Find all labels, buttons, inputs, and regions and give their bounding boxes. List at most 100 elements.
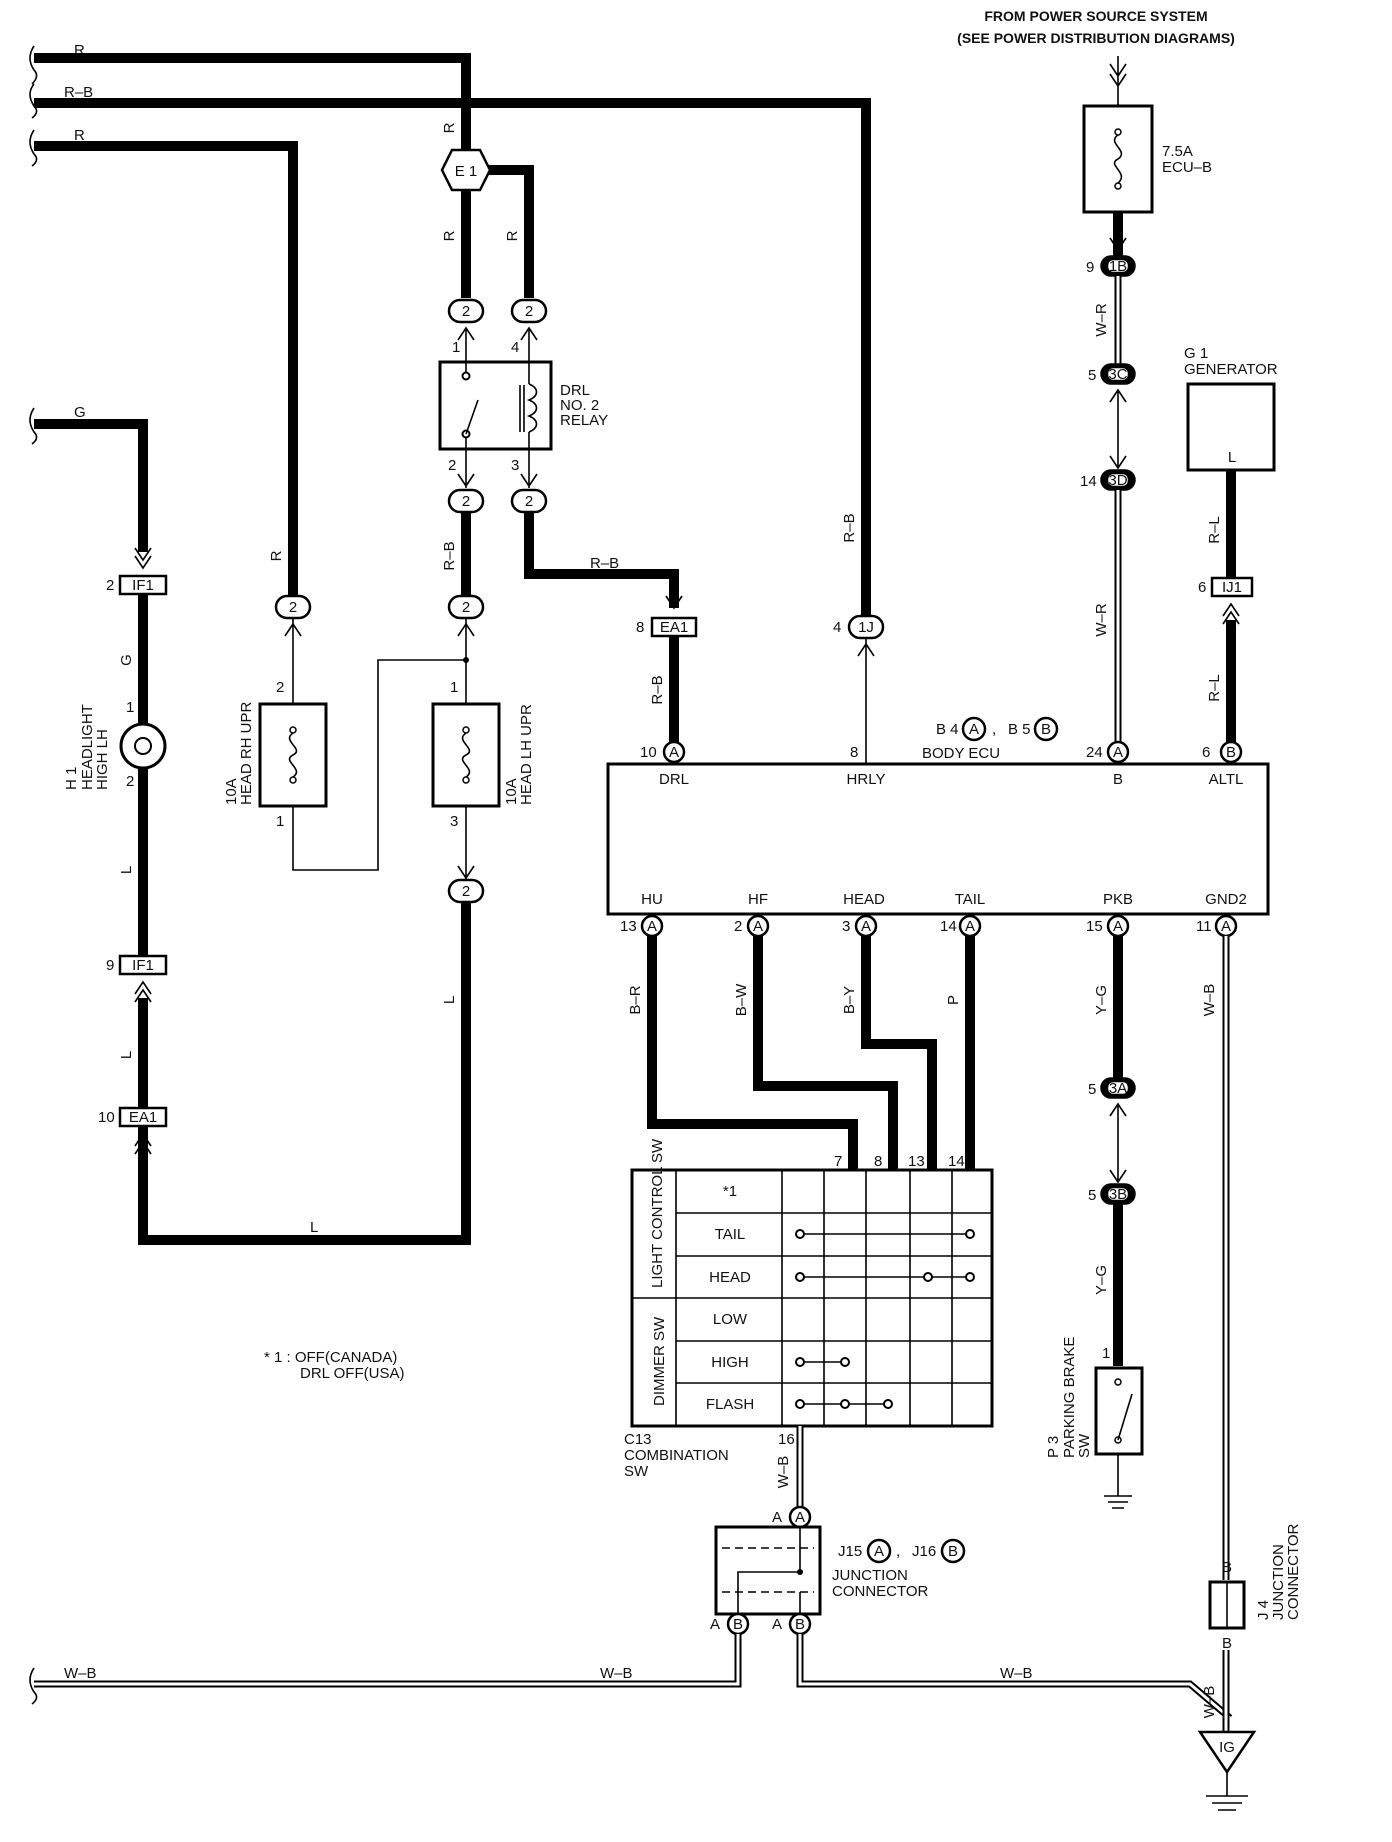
fuse-lh-amp: 10A (503, 778, 520, 805)
svg-text:A: A (861, 918, 871, 935)
j4-id: J 4 (1255, 1600, 1272, 1620)
wire-label-rb-1j: R–B (841, 513, 858, 542)
arrow-3a-3b (1109, 1102, 1127, 1184)
relay-pin-4: 4 (511, 339, 519, 356)
svg-text:A: A (795, 1509, 805, 1526)
wire-label-g-top: G (74, 404, 86, 421)
footnote-line2: DRL OFF(USA) (300, 1365, 404, 1382)
svg-text:3: 3 (842, 918, 850, 935)
arrow-if1-bottom (134, 980, 152, 1003)
parking-brake-name-l2: SW (1076, 1433, 1093, 1458)
header-line1: FROM POWER SOURCE SYSTEM (984, 8, 1207, 24)
combo-row-flash: FLASH (706, 1396, 754, 1413)
wire-label-rl-bottom: R–L (1206, 674, 1223, 702)
3c-pin: 5 (1088, 367, 1096, 384)
ecu-bottom-term-hf: HF A 2 (734, 891, 770, 938)
svg-text:A: A (753, 918, 763, 935)
relay-pin-2: 2 (448, 457, 456, 474)
arrow-relay-bottom-right (520, 449, 538, 488)
arrow-1b (1109, 237, 1127, 252)
wire-feed-r-second (29, 129, 298, 598)
ea1-ecu-pin: 8 (636, 619, 644, 636)
svg-text:8: 8 (850, 744, 858, 761)
combo-row-tail: TAIL (715, 1226, 746, 1243)
svg-text:HRLY: HRLY (847, 771, 886, 788)
wire-label-r-second: R (74, 127, 85, 144)
wire-label-r-e1-right: R (504, 230, 521, 241)
svg-text:3B: 3B (1109, 1186, 1127, 1203)
parking-brake-pin: 1 (1102, 1345, 1110, 1362)
combo-row-head: HEAD (709, 1269, 751, 1286)
wire-relay3-to-ea1 (524, 512, 679, 608)
wire-label-rl-top: R–L (1206, 516, 1223, 544)
generator-g1 (1186, 382, 1276, 472)
wire-label-br: B–R (627, 985, 644, 1014)
junction-pin-a-right: A (772, 1616, 782, 1633)
junction-conn-a: A (874, 1543, 884, 1560)
wire-label-r-e1-top: R (441, 122, 458, 133)
relay-pin-3: 3 (511, 457, 519, 474)
wire-label-rb-relay: R–B (590, 555, 619, 572)
arrow-ea1 (665, 595, 683, 610)
combo-row-high: HIGH (711, 1354, 749, 1371)
svg-text:1J: 1J (858, 619, 874, 636)
junction-name-l2: CONNECTOR (832, 1583, 929, 1600)
svg-text:DRL: DRL (659, 771, 689, 788)
svg-text:A: A (965, 918, 975, 935)
junction-name-l1: JUNCTION (832, 1567, 908, 1584)
headlight-id: H 1 (63, 767, 80, 790)
arrow-relay-top-left (457, 326, 475, 364)
wire-l-loop (138, 902, 471, 1245)
fuse-head-lh-upr (431, 702, 501, 808)
junction-conn-b-badge (940, 1538, 966, 1564)
connector-ea1-ecu: EA1 (650, 616, 698, 638)
arrow-ea1-low (134, 1132, 152, 1155)
svg-text:2: 2 (734, 918, 742, 935)
svg-text:PKB: PKB (1103, 891, 1133, 908)
fuse-rh-name: HEAD RH UPR (238, 701, 255, 805)
ground-parking-brake (1104, 1454, 1132, 1509)
parking-brake-id: P 3 (1045, 1436, 1062, 1458)
ecu-bottom-term-head: HEAD A 3 (842, 891, 885, 938)
svg-text:14: 14 (940, 918, 957, 935)
connector-2-fuse-rh: 2 (274, 594, 312, 620)
ground-ig (1197, 1730, 1257, 1811)
wire-label-yg-top: Y–G (1093, 985, 1110, 1015)
wire-label-wb-right: W–B (1000, 1665, 1033, 1682)
arrow-if1-top (134, 547, 152, 570)
svg-text:HF: HF (748, 891, 768, 908)
j4-name-l2: CONNECTOR (1285, 1523, 1302, 1620)
wire-bw (753, 936, 898, 1170)
wire-label-l-bottom: L (310, 1219, 318, 1236)
fuse-lh-name: HEAD LH UPR (518, 704, 535, 805)
wire-label-wr-top: W–R (1093, 303, 1110, 337)
junction-conn-a-badge (866, 1538, 892, 1564)
break-wb-left (29, 1667, 38, 1705)
wire-label-g-vert: G (118, 654, 135, 666)
svg-text:A: A (1113, 744, 1123, 761)
svg-text:ALTL: ALTL (1209, 771, 1244, 788)
combo-switch-id: C13 (624, 1431, 652, 1448)
generator-name: GENERATOR (1184, 361, 1278, 378)
fuse-rh-amp: 10A (223, 778, 240, 805)
fuse-lh-pin-1: 1 (450, 679, 458, 696)
ecu-top-term-altl: B 6 ALTL (1202, 740, 1244, 788)
connector-3d: 3D (1100, 469, 1136, 491)
connector-2-relay-top-right: 2 (510, 298, 548, 324)
svg-text:EA1: EA1 (129, 1109, 157, 1126)
svg-text:2: 2 (462, 493, 470, 510)
svg-text:A: A (1113, 918, 1123, 935)
body-ecu-box (606, 762, 1270, 916)
combo-col-pin-7: 7 (834, 1153, 842, 1170)
svg-text:HEAD: HEAD (843, 891, 885, 908)
ecu-bottom-term-hu: HU A 13 (620, 891, 664, 938)
fuse-rh-pin-2: 2 (276, 679, 284, 696)
connector-3a: 3A (1100, 1077, 1136, 1099)
arrow-relay-top-right (520, 326, 538, 364)
ground-ig-label: IG (1219, 1739, 1235, 1756)
svg-text:IJ1: IJ1 (1222, 579, 1242, 596)
svg-text:2: 2 (462, 303, 470, 320)
wire-label-l-right: L (441, 996, 458, 1004)
fuse-ecu-b-name: ECU–B (1162, 159, 1212, 176)
wire-label-wb-gnd2: W–B (1201, 984, 1218, 1017)
